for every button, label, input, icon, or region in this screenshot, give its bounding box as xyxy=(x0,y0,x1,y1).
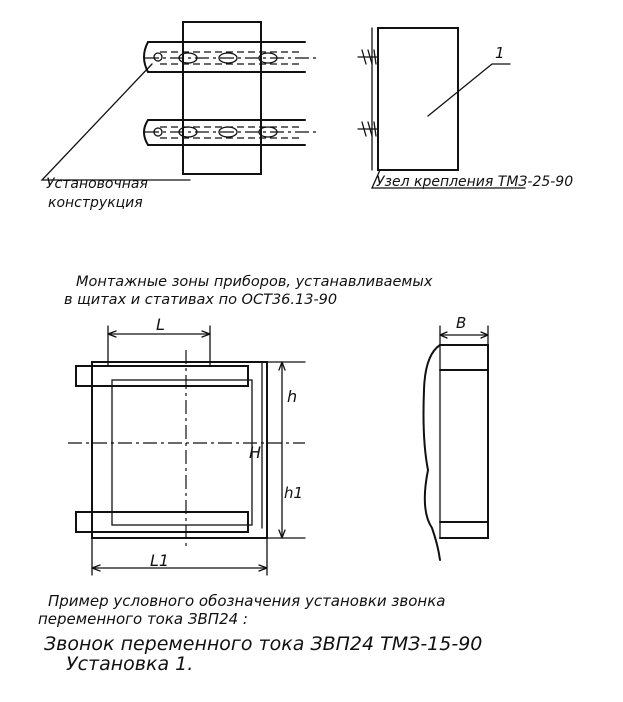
install-structure-label: Установочная xyxy=(46,176,148,192)
side-view-drawing xyxy=(422,325,489,561)
dim-H-label: H xyxy=(249,443,261,462)
fastening-node-drawing xyxy=(357,27,526,189)
example-line-1: Пример условного обозначения установки з… xyxy=(48,592,445,610)
example-line-3: Звонок переменного тока ЗВП24 ТМЗ-15-90 xyxy=(44,633,482,655)
install-structure-label-2: конструкция xyxy=(48,195,143,211)
dim-L-label: L xyxy=(156,315,165,334)
dim-B-label: B xyxy=(456,314,466,332)
dim-L1-label: L1 xyxy=(150,551,169,570)
front-view-drawing xyxy=(68,325,306,576)
mounting-structure-drawing xyxy=(40,21,320,181)
dim-h-label: h xyxy=(287,387,297,406)
position-number: 1 xyxy=(495,44,505,62)
mounting-zones-title: Монтажные зоны приборов, устанавливаемых xyxy=(76,274,433,290)
fastening-node-label: Узел крепления ТМЗ-25-90 xyxy=(376,174,573,190)
mounting-zones-title-2: в щитах и стативах по ОСТ36.13-90 xyxy=(64,292,337,308)
dim-h1-label: h1 xyxy=(284,484,303,502)
example-line-4: Установка 1. xyxy=(66,653,193,675)
example-line-2: переменного тока ЗВП24 : xyxy=(38,610,248,628)
